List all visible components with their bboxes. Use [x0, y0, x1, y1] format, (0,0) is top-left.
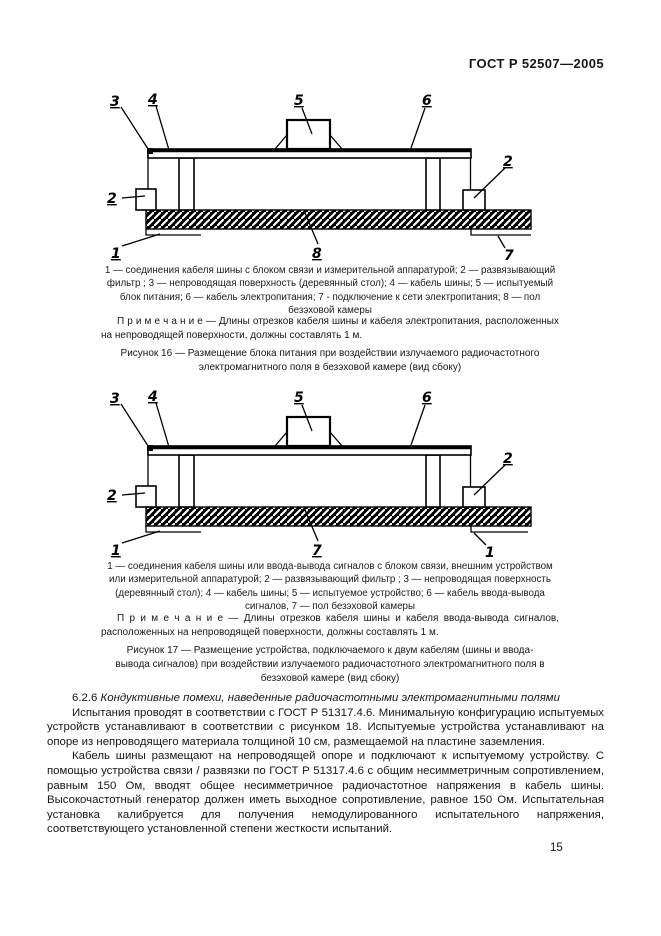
decoupling-filter-left: [135, 188, 157, 211]
page-number: 15: [550, 842, 563, 854]
label-2-right: 2: [503, 451, 513, 467]
leader-line-2-left: [121, 195, 146, 199]
label-2-left: 2: [107, 191, 117, 207]
device-brace-right: [329, 431, 343, 447]
figure16-note: П р и м е ч а н и е — Длины отрезков каб…: [101, 316, 559, 341]
label-1-left: 1: [111, 543, 121, 558]
figure17-legend: 1 — соединения кабеля шины или ввода-выв…: [107, 561, 553, 613]
label-4: 4: [147, 92, 158, 108]
label-7: 7: [504, 248, 514, 261]
leader-line-1-right: [473, 532, 487, 546]
figure16-caption: Рисунок 16 — Размещение блока питания пр…: [120, 348, 540, 373]
figure17-note: П р и м е ч а н и е — Длины отрезков каб…: [101, 613, 559, 638]
leader-line-2-right: [473, 167, 506, 199]
table-leg-left: [178, 157, 195, 211]
label-3: 3: [110, 94, 120, 110]
leader-line-1-left: [121, 530, 161, 544]
chamber-floor-hatch: [145, 209, 532, 230]
label-6: 6: [422, 93, 432, 109]
leader-line-4: [155, 402, 170, 448]
device-under-test-box: [285, 415, 332, 448]
decoupling-filter-left: [135, 485, 157, 508]
table-leg-right: [425, 157, 441, 211]
label-1-right: 1: [485, 545, 495, 558]
table-leg-right: [425, 454, 441, 508]
leader-line-7: [497, 235, 506, 249]
leader-line-5: [301, 107, 313, 135]
floor-right-notch: [470, 526, 528, 533]
label-5: 5: [294, 93, 304, 109]
leader-line-4: [155, 105, 170, 151]
leader-line-2-left: [121, 492, 146, 496]
figure17-diagram: 3 4 5 6 2 2 1 7 1: [107, 389, 532, 558]
label-2-right: 2: [503, 154, 513, 170]
leader-line-1: [121, 233, 161, 247]
label-8: 8: [312, 246, 322, 261]
equipment-brace-left: [274, 134, 288, 150]
floor-left-notch: [145, 526, 201, 533]
section-number: 6.2.6: [72, 692, 98, 704]
decoupling-filter-right: [462, 486, 486, 508]
section-6-2-6: 6.2.6 Кондуктивные помехи, наведенные ра…: [47, 691, 604, 837]
label-6: 6: [422, 390, 432, 406]
standard-number-header: ГОСТ Р 52507—2005: [468, 56, 604, 71]
section-heading: 6.2.6 Кондуктивные помехи, наведенные ра…: [47, 691, 604, 706]
label-2-left: 2: [107, 488, 117, 504]
label-3: 3: [110, 391, 120, 407]
figure16-diagram: 3 4 5 6 2 2 1 8 7: [107, 92, 532, 261]
figure17-caption: Рисунок 17 — Размещение устройства, подк…: [115, 645, 545, 684]
leader-line-6: [410, 107, 426, 149]
label-7-center: 7: [312, 543, 322, 558]
leader-line-6: [410, 404, 426, 446]
body-paragraph: Испытания проводят в соответствии с ГОСТ…: [47, 706, 604, 748]
body-paragraph: Кабель шины размещают на непроводящей оп…: [47, 750, 604, 836]
floor-right-notch: [470, 229, 531, 236]
decoupling-filter-right: [462, 189, 486, 211]
table-leg-left: [178, 454, 195, 508]
leader-line-7: [304, 509, 319, 542]
section-title: Кондуктивные помехи, наведенные радиочас…: [100, 692, 560, 704]
leader-line-3: [120, 403, 151, 450]
leader-line-5: [301, 404, 313, 432]
floor-left-notch: [145, 229, 201, 236]
chamber-floor-hatch: [145, 506, 532, 527]
label-1: 1: [111, 246, 121, 261]
figure16-legend: 1 — соединения кабеля шины с блоком связ…: [104, 265, 556, 317]
device-brace-left: [274, 431, 288, 447]
equipment-brace-right: [329, 134, 343, 150]
leader-line-3: [120, 106, 151, 153]
label-4: 4: [147, 389, 158, 405]
label-5: 5: [294, 390, 304, 406]
leader-line-8: [304, 212, 319, 245]
leader-line-2-right: [473, 464, 506, 496]
